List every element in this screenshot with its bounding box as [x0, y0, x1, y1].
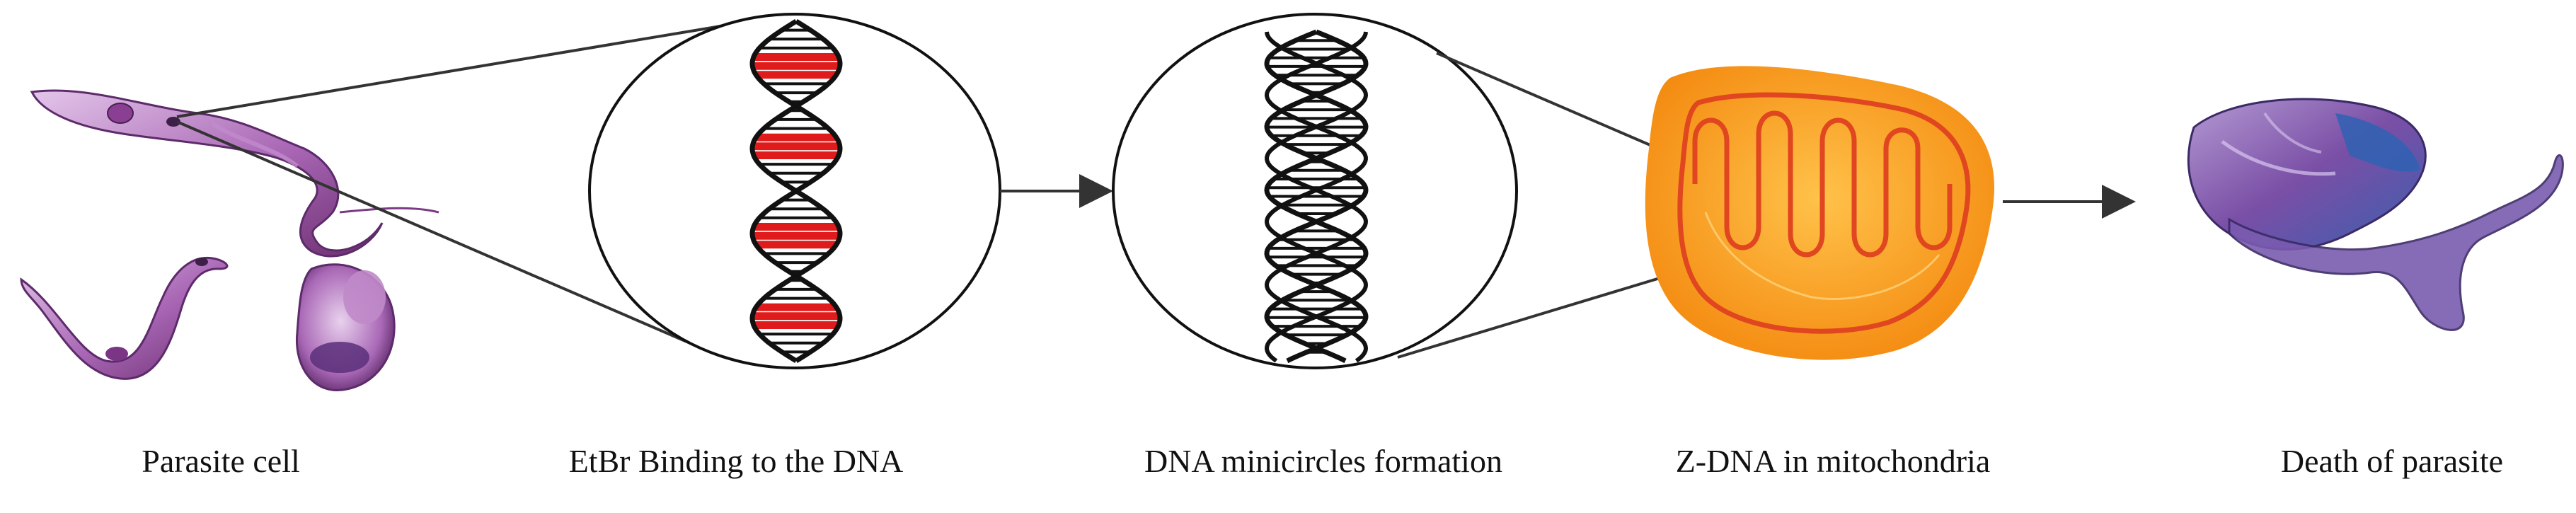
- caption-parasite-cell: Parasite cell: [142, 443, 300, 479]
- zoom-line-bottom: [176, 120, 715, 355]
- dna-helix-icon: [749, 19, 843, 363]
- mitochondrion-icon: [1645, 66, 1995, 360]
- caption-etbr-binding: EtBr Binding to the DNA: [568, 443, 904, 479]
- dead-parasite-icon: [2187, 98, 2564, 331]
- caption-death: Death of parasite: [2280, 443, 2504, 479]
- zoom-line-top: [176, 20, 751, 118]
- trypanosome-icon: [20, 89, 439, 391]
- dna-strand-b: [749, 19, 843, 363]
- caption-z-dna: Z-DNA in mitochondria: [1675, 443, 1991, 479]
- dna-strand-extra: [1264, 31, 1369, 363]
- dna-helix-icon-minicircles: [1264, 29, 1369, 364]
- dna-strand-extra: [1264, 31, 1369, 363]
- caption-minicircles: DNA minicircles formation: [1144, 443, 1502, 479]
- dna-strand-b: [1264, 29, 1369, 364]
- dna-strand-a: [1264, 29, 1369, 364]
